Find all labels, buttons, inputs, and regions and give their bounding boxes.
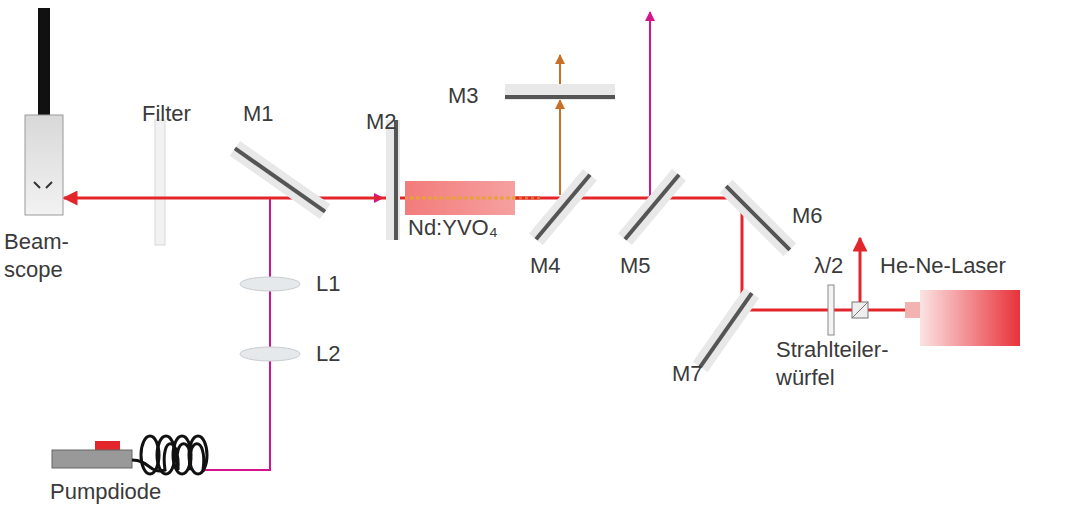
mirror-label: M4 bbox=[530, 252, 561, 280]
orange-beam bbox=[559, 100, 561, 195]
mirror-m7 bbox=[693, 288, 759, 372]
fiber-loops bbox=[141, 436, 207, 474]
mirror-m1 bbox=[230, 141, 330, 219]
fiber-loop bbox=[189, 436, 207, 474]
lens-l2 bbox=[240, 347, 300, 361]
beam-splitter-cube bbox=[852, 302, 868, 318]
rejected-beam bbox=[859, 238, 862, 302]
device-label: Pumpdiode bbox=[50, 478, 161, 506]
pump-diode bbox=[52, 450, 132, 468]
lens-label: L1 bbox=[316, 270, 340, 298]
beamscope-arm bbox=[38, 8, 50, 116]
component-label: λ/2 bbox=[814, 252, 843, 280]
hene-laser bbox=[920, 290, 1020, 346]
mirror-label: M6 bbox=[792, 202, 823, 230]
lens-l1 bbox=[240, 277, 300, 291]
mirror-m6 bbox=[720, 180, 796, 256]
device-label: Beam- scope bbox=[4, 228, 68, 284]
mirror-label: M7 bbox=[672, 360, 703, 388]
mirror-label: M2 bbox=[366, 108, 397, 136]
crystal-label: Nd:YVO₄ bbox=[408, 214, 498, 242]
waveplate bbox=[828, 285, 834, 335]
beamscope-slit bbox=[34, 182, 52, 188]
pump-beam bbox=[205, 198, 383, 470]
orange-beam-out bbox=[559, 55, 561, 85]
mirror-m3 bbox=[505, 84, 615, 100]
component-label: Strahlteiler- würfel bbox=[776, 336, 916, 392]
lens-label: L2 bbox=[316, 340, 340, 368]
mirror-label: M5 bbox=[620, 252, 651, 280]
output-beam bbox=[64, 197, 740, 200]
beamscope-head bbox=[25, 115, 63, 215]
part-label: Filter bbox=[142, 100, 191, 128]
mirror-m5 bbox=[618, 169, 686, 245]
mirror-label: M3 bbox=[448, 82, 479, 110]
pump-residual bbox=[649, 12, 651, 196]
laser-nozzle bbox=[905, 302, 920, 318]
mirror-m4 bbox=[529, 169, 597, 245]
device-label: He-Ne-Laser bbox=[880, 252, 1006, 280]
mirror-label: M1 bbox=[243, 100, 274, 128]
filter-plate bbox=[155, 120, 165, 245]
mirror-m2 bbox=[386, 120, 400, 240]
intracavity-beam-out bbox=[405, 197, 543, 200]
